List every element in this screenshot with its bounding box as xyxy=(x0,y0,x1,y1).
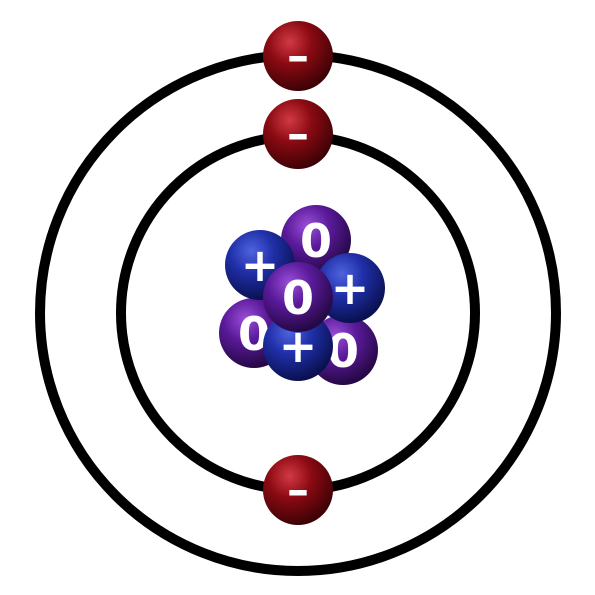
proton-sphere xyxy=(263,311,333,381)
neutron-sphere xyxy=(263,262,333,332)
electron-particle: – xyxy=(263,21,333,91)
electron-sphere xyxy=(263,21,333,91)
electron-particle: – xyxy=(263,455,333,525)
electron-charge-label: – xyxy=(287,465,309,516)
proton-sphere xyxy=(315,253,385,323)
electron-sphere xyxy=(263,455,333,525)
proton-particle: + xyxy=(315,253,385,323)
electrons: – – – xyxy=(263,21,333,525)
electron-sphere xyxy=(263,99,333,169)
neutron-particle: 0 xyxy=(263,262,333,332)
neutron-charge-label: 0 xyxy=(282,271,314,325)
electron-particle: – xyxy=(263,99,333,169)
electron-charge-label: – xyxy=(287,31,309,82)
electron-charge-label: – xyxy=(287,109,309,160)
nucleus: 00+0++0 xyxy=(219,205,385,385)
proton-charge-label: + xyxy=(331,261,370,315)
neutron-charge-label: 0 xyxy=(300,214,332,268)
